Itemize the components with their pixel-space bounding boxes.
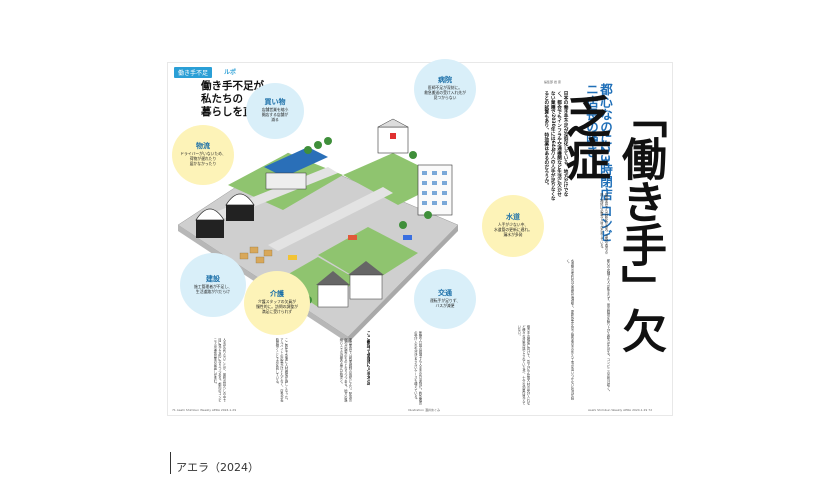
sub-headline: 都心なのに23時閉店 コンビニ店長の嘆き xyxy=(584,83,613,243)
body-column: 都心の店舗でも人が集まらず、閉店時間を繰り上げる動きが広がる。コンビニの店長は嘆… xyxy=(606,259,610,394)
section-tag-sub: ルポ xyxy=(224,69,237,76)
section-tag: 働き手不足 xyxy=(174,67,213,78)
footer-left: 71 Asahi Shimbun Weekly AERA 2024.1.29 xyxy=(172,408,237,412)
main-headline: 「働き手」欠乏症 xyxy=(558,93,667,351)
bubble-hospital: 病院 医師不足が深刻に。 救急搬送の受け入れ先が 見つからない xyxy=(414,59,476,119)
body-column: ここ数年で急速に人材確保が難しくなった。アルバイトの応募がほとんどなく、店長が長… xyxy=(274,338,288,402)
bubble-care: 介護 介護スタッフの欠員が 慢性的に。訪問の調整が 満足に受けられず xyxy=(244,271,310,335)
body-column: 医療や介護の現場でも人手不足は深刻だ。救急搬送の受け入れ先が決まらないケースも増… xyxy=(413,331,422,405)
source-caption: アエラ（2024） xyxy=(176,461,259,474)
body-column: 人手が足りないことが、普段の暮らしの中で目に見える形になりつつある。都内のコンビ… xyxy=(212,338,226,402)
footer-right: Asahi Shimbun Weekly AERA 2024.1.29 72 xyxy=(588,408,653,412)
body-column: 運送業界では残業規制の強化により、配送の遅れが現実のものとなりつつある。地方の路… xyxy=(338,338,352,402)
byline: 編集部 岩 康 xyxy=(544,80,561,84)
bubble-water: 水道 人手が少ない中、 水道管の更新に遅れ。 漏水が多発 xyxy=(482,195,544,257)
bubble-logistics: 物流 ドライバーがいないため、 荷物が遅れたり 届かなかったり xyxy=(172,125,234,185)
body-column: 水道管の老朽化は全国的な課題で、更新作業を担う技術者の不足から工事が追いつかない… xyxy=(565,259,574,400)
bubble-transport: 交通 運転手が足りず、 バスが減便 xyxy=(414,269,476,329)
body-column: 働き手の確保に向けて、賃上げや外国人材の受け入れなど様々な対策が講じられているが… xyxy=(516,325,530,405)
bubble-construction: 建設 施工管理者が不足し、 生活道路が穴だらけ xyxy=(180,253,246,317)
city-illustration xyxy=(177,118,459,343)
magazine-spread: 働き手不足 ルポ xyxy=(168,59,672,415)
footer-center: Illustration 酒井めぐみ xyxy=(408,408,441,412)
intro-text: 日本の働き手不足が深刻化している。地方だけでなく、都会でもインフラや交通機関など… xyxy=(543,91,568,201)
subhead: ここ数年で急速に人手不足 xyxy=(366,331,370,385)
body-column: 建設業界でも高齢化が進み、道路や橋の点検・補修に必要な人材が不足している。 xyxy=(599,193,608,254)
bubble-shopping: 買い物 店舗営業を縮小 開店する店舗が 減る xyxy=(246,83,304,139)
caption-rule xyxy=(170,452,171,474)
